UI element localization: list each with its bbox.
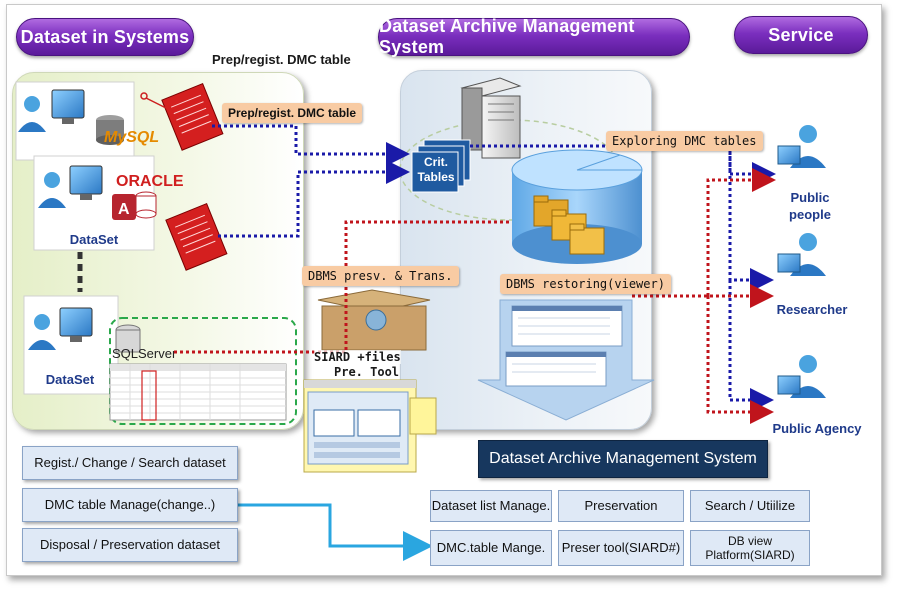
- monitor-icon: [69, 165, 103, 195]
- crit-tables-label-2: Tables: [417, 170, 454, 184]
- dams-db-view-platform[interactable]: DB view Platform(SIARD): [690, 530, 810, 566]
- monitor-icon: [51, 89, 85, 119]
- exploring-dmc-label: Exploring DMC tables: [606, 131, 763, 151]
- dbms-restoring-label: DBMS restoring(viewer): [500, 274, 671, 294]
- siard-tool-screenshot: [303, 379, 437, 473]
- prep-regist-arrow-label: Prep/regist. DMC table: [222, 103, 363, 123]
- db-viewer-screens: [477, 299, 655, 421]
- dams-preservation[interactable]: Preservation: [558, 490, 684, 522]
- dams-dataset-list-manage[interactable]: Dataset list Manage.: [430, 490, 552, 522]
- sqlserver-logo: SQLServer: [112, 346, 177, 361]
- dataset-card-sqlserver: [23, 295, 119, 395]
- oracle-logo: ORACLE: [116, 173, 184, 190]
- dams-dmc-table-manage[interactable]: DMC.table Mange.: [430, 530, 552, 566]
- dams-search-utilize[interactable]: Search / Utiilize: [690, 490, 810, 522]
- siard-package-icon: [317, 289, 431, 351]
- menu-regist-change-search[interactable]: Regist./ Change / Search dataset: [22, 446, 238, 480]
- dataset-card-mysql: [15, 81, 135, 161]
- sql-table-preview: [109, 363, 287, 421]
- dataset-card-oracle: [33, 155, 157, 251]
- crit-tables-label-1: Crit.: [424, 155, 448, 169]
- dams-preser-tool[interactable]: Preser tool(SIARD#): [558, 530, 684, 566]
- monitor-icon: [59, 307, 93, 337]
- prep-regist-title: Prep/regist. DMC table: [212, 52, 351, 67]
- user-icon-public: [777, 125, 826, 168]
- dbms-presv-label: DBMS presv. & Trans.: [302, 266, 459, 286]
- user-label-public-1: Public: [790, 190, 830, 205]
- siard-files-label: SIARD +files: [314, 350, 401, 364]
- header-dataset-in-systems: Dataset in Systems: [16, 18, 194, 56]
- user-label-researcher: Researcher: [776, 302, 848, 317]
- dataset-label-1: DataSet: [70, 232, 119, 247]
- crit-tables-icon: [411, 139, 471, 193]
- header-archive-management: Dataset Archive Management System: [378, 16, 690, 57]
- user-label-agency: Public Agency: [772, 421, 862, 436]
- user-icon-researcher: [777, 233, 826, 276]
- pre-tool-label: Pre. Tool: [334, 365, 400, 379]
- folder-icon: [533, 195, 605, 255]
- menu-disposal-preservation[interactable]: Disposal / Preservation dataset: [22, 528, 238, 562]
- mysql-logo: MySQL: [104, 129, 159, 146]
- header-service: Service: [734, 16, 868, 54]
- menu-dmc-table-manage[interactable]: DMC table Manage(change..): [22, 488, 238, 522]
- dmc-table-doc-icon: [161, 83, 224, 151]
- dams-title: Dataset Archive Management System: [478, 440, 768, 478]
- access-icon: [112, 194, 136, 220]
- user-icon-agency: [777, 355, 826, 398]
- access-letter: A: [118, 201, 130, 218]
- dataset-label-2: DataSet: [46, 372, 95, 387]
- server-icon: [460, 77, 522, 159]
- dmc-table-doc-icon: [165, 203, 228, 271]
- user-label-public-2: people: [789, 207, 831, 222]
